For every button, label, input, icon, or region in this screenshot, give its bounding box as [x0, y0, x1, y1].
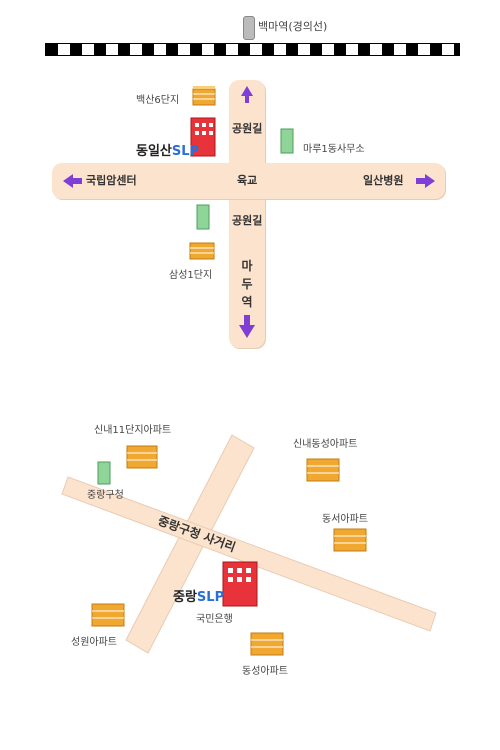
road-label-madu-1: 마 [241, 259, 253, 273]
station-icon [243, 16, 255, 40]
road-vertical [229, 80, 265, 348]
road-horizontal [52, 163, 445, 199]
apt-dongseong-label: 동성아파트 [242, 666, 288, 677]
railway [45, 43, 460, 56]
road-diagonal-2 [61, 476, 437, 632]
main-place-suffix-2: SLP [196, 590, 225, 605]
apartment-icon-bottom [189, 242, 215, 260]
apartment-icon [192, 86, 216, 106]
office-label: 마루1동사무소 [303, 144, 365, 155]
apartment-icon-ne [306, 458, 340, 482]
road-label-west: 국립암센터 [86, 174, 137, 187]
road-label-east: 일산병원 [363, 174, 404, 187]
apt-baeksan6-label: 백산6단지 [136, 95, 180, 106]
crossroad-roads [61, 434, 437, 654]
road-diagonal-1 [125, 434, 255, 654]
main-place-name-2: 중랑 [173, 590, 197, 605]
road-label-south: 공원길 [232, 214, 263, 227]
office-icon [280, 128, 294, 154]
building-icon [190, 117, 216, 157]
road-label-center: 육교 [237, 174, 258, 187]
road-label-madu-2: 두 [241, 277, 253, 291]
apt-seongwon-label: 성원아파트 [71, 637, 117, 648]
apt-sinnae-dongseong-label: 신내동성아파트 [293, 439, 358, 450]
road-arrows [63, 86, 435, 338]
apt-dongseo-label: 동서아파트 [322, 514, 368, 525]
arrow-up-icon [241, 86, 253, 103]
map-jungnang: 중랑구청 사거리 신내11단지아파트 중랑구청 신내동성아파트 동서아파트 중랑… [0, 405, 500, 750]
green-building-icon [196, 204, 210, 230]
building-icon-main [222, 561, 258, 607]
gov-label: 중랑구청 [87, 490, 124, 501]
road-label-north: 공원길 [232, 122, 263, 135]
main-place-label-2: 중랑SLP [173, 586, 224, 605]
main-place-suffix: SLP [171, 144, 200, 159]
apartment-icon-nw [126, 445, 158, 469]
bank-label: 국민은행 [196, 614, 233, 625]
main-place-name: 동일산 [136, 144, 172, 159]
apartment-icon-s [250, 632, 284, 656]
road-label-madu-3: 역 [241, 295, 253, 309]
arrow-right-icon [416, 174, 435, 188]
arrow-left-icon [63, 174, 82, 188]
arrow-down-icon [239, 315, 255, 338]
apt-samsung1-label: 삼성1단지 [169, 270, 213, 281]
station-label: 백마역(경의선) [258, 20, 328, 33]
main-place-label: 동일산SLP [136, 140, 199, 159]
gov-building-icon [97, 461, 111, 485]
apartment-icon-e [333, 528, 367, 552]
map-ilsan: 백마역(경의선) 공원길 육교 공원길 국립암센터 일산병원 마 두 역 백산6… [0, 0, 500, 370]
apt-sinnae11-label: 신내11단지아파트 [94, 425, 172, 436]
apartment-icon-sw [91, 603, 125, 627]
